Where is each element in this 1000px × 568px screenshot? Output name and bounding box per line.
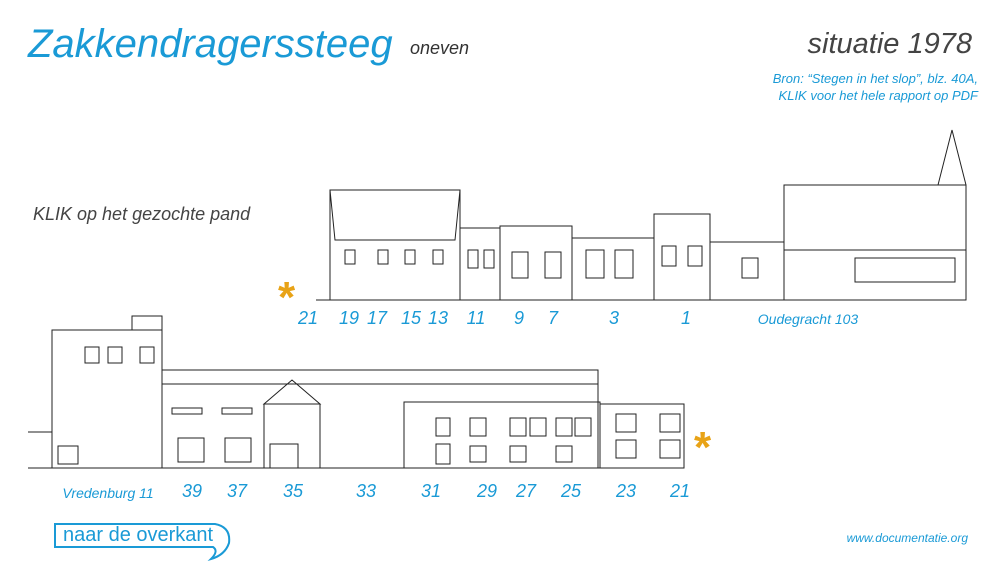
house-link[interactable]: 33 <box>355 481 377 501</box>
page-title: Zakkendragerssteeg <box>28 22 393 66</box>
source-line-1: Bron: “Stegen in het slop”, blz. 40A, <box>772 71 978 86</box>
page-subtitle: oneven <box>410 38 470 58</box>
house-link[interactable]: 39 <box>181 481 203 501</box>
house-link[interactable]: 37 <box>226 481 248 501</box>
house-link[interactable]: 7 <box>547 308 559 328</box>
house-link[interactable]: 25 <box>560 481 582 501</box>
house-link[interactable]: 27 <box>515 481 537 501</box>
house-link[interactable]: 29 <box>476 481 498 501</box>
speech-bubble-icon <box>54 523 231 562</box>
house-link[interactable]: 31 <box>420 481 442 501</box>
house-link[interactable]: 23 <box>615 481 637 501</box>
marker-asterisk-top: * <box>278 273 296 322</box>
house-link[interactable]: 3 <box>608 308 620 328</box>
website-link[interactable]: www.documentatie.org <box>846 531 968 545</box>
house-link[interactable]: 11 <box>466 308 486 328</box>
house-link[interactable]: 21 <box>669 481 691 501</box>
other-side-label: naar de overkant <box>63 524 214 546</box>
house-link[interactable]: 35 <box>282 481 304 501</box>
source-line-2: KLIK voor het hele rapport op PDF <box>778 88 978 103</box>
instruction-text: KLIK op het gezochte pand <box>33 204 251 224</box>
house-link[interactable]: 13 <box>427 308 449 328</box>
house-link[interactable]: 21 <box>297 308 319 328</box>
house-link[interactable]: 15 <box>400 308 422 328</box>
situation-year: situatie 1978 <box>807 28 972 60</box>
source-pdf-link[interactable]: Bron: “Stegen in het slop”, blz. 40A, KL… <box>773 70 978 104</box>
other-side-button[interactable]: naar de overkant <box>53 521 233 568</box>
house-link[interactable]: Oudegracht 103 <box>757 311 859 327</box>
house-link[interactable]: 9 <box>513 308 525 328</box>
marker-asterisk-bottom: * <box>694 423 712 472</box>
house-link[interactable]: 17 <box>366 308 388 328</box>
house-link[interactable]: 1 <box>680 308 692 328</box>
house-link[interactable]: Vredenburg 11 <box>62 485 154 501</box>
house-link[interactable]: 19 <box>338 308 360 328</box>
